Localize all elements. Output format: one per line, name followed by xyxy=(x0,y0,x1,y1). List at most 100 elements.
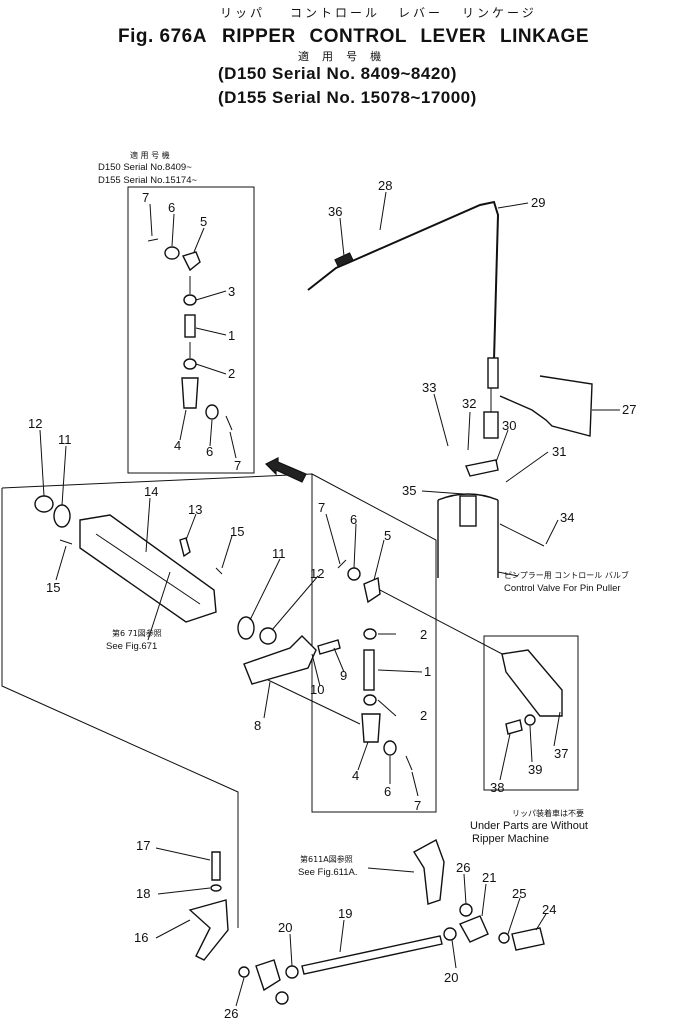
rod-end-4-center-shape xyxy=(361,713,381,743)
cable-clamp-36-shape xyxy=(334,252,354,268)
label-part-38: 38 xyxy=(490,780,504,795)
label-part-16: 16 xyxy=(134,930,148,945)
note-without-2: Ripper Machine xyxy=(472,833,549,845)
nut-6-lower-shape xyxy=(205,404,219,420)
nut-2-center-mid-shape xyxy=(363,694,377,706)
washer-26-left-shape xyxy=(238,966,250,978)
bolt-38-shape xyxy=(505,719,523,735)
label-part-35: 35 xyxy=(402,483,416,498)
rod-end-5-center-shape xyxy=(363,576,381,604)
note-see-611a: See Fig.611A. xyxy=(298,867,358,878)
label-part-25: 25 xyxy=(512,886,526,901)
label-part-6-lower: 6 xyxy=(206,444,213,459)
nut-lower-shape xyxy=(275,991,289,1005)
rod-end-21-shape xyxy=(459,915,489,943)
bushing-11-shape xyxy=(53,504,71,528)
cable-connector-shape xyxy=(483,411,499,439)
note-valve: Control Valve For Pin Puller xyxy=(504,583,621,594)
label-part-36: 36 xyxy=(328,204,342,219)
bolt-17-shape xyxy=(211,851,221,881)
label-part-11: 11 xyxy=(58,432,72,447)
label-part-2: 2 xyxy=(228,366,235,381)
label-part-27: 27 xyxy=(622,402,636,417)
label-part-30: 30 xyxy=(502,418,516,433)
label-part-2-center: 2 xyxy=(420,627,427,642)
label-part-7-center-lower: 7 xyxy=(414,798,421,813)
bushing-11-right-shape xyxy=(237,616,255,640)
nut-2-shape xyxy=(183,358,197,370)
note-without-jp: リッパ装着車は不要 xyxy=(512,808,584,818)
label-part-12: 12 xyxy=(28,416,42,431)
washer-25-shape xyxy=(498,932,510,944)
label-part-29: 29 xyxy=(531,195,545,210)
figure-title: RIPPER CONTROL LEVER LINKAGE xyxy=(222,26,590,47)
key-15-shape xyxy=(59,539,73,545)
cotter-7-center-lower-shape xyxy=(405,755,413,771)
label-part-4: 4 xyxy=(174,438,181,453)
cotter-pin-7-shape xyxy=(147,238,159,242)
label-part-19: 19 xyxy=(338,906,352,921)
left-frame-line xyxy=(1,488,239,928)
nut-6-shape xyxy=(164,246,180,260)
label-part-7: 7 xyxy=(142,190,149,205)
serial-range-d155: (D155 Serial No. 15078~17000) xyxy=(218,88,477,107)
label-part-10: 10 xyxy=(310,682,324,697)
label-part-5-center: 5 xyxy=(384,528,391,543)
label-part-32: 32 xyxy=(462,396,476,411)
note-see-611a-jp: 第611A図参照 xyxy=(300,854,353,864)
label-part-24: 24 xyxy=(542,902,556,917)
label-part-28: 28 xyxy=(378,178,392,193)
seal-12-shape xyxy=(34,495,54,513)
cable-end-shape xyxy=(487,357,499,389)
kana-ripper: リッパ xyxy=(220,6,266,20)
bolt-24-shape xyxy=(511,927,545,951)
arm-611a-shape xyxy=(413,838,445,905)
kana-control: コントロール xyxy=(290,6,381,20)
nut-2-center-top-shape xyxy=(363,628,377,640)
bracket-27-shape xyxy=(499,375,593,437)
washer-18-shape xyxy=(210,884,222,892)
figure-header: リッパ コントロール レバー リンケージ Fig. 676A RIPPER CO… xyxy=(0,0,692,112)
note-see-671-jp: 第6 71図参照 xyxy=(112,628,162,638)
pin-34-shape xyxy=(499,523,545,547)
label-part-31: 31 xyxy=(552,444,566,459)
note-valve-jp: ピンプラー用 コントロール バルブ xyxy=(504,570,629,580)
label-part-9: 9 xyxy=(340,668,347,683)
label-part-1: 1 xyxy=(228,328,235,343)
cotter-7-shape xyxy=(337,559,347,569)
lever-30-shape xyxy=(465,459,499,477)
serial-range-d150: (D150 Serial No. 8409~8420) xyxy=(218,64,457,83)
bottom-linkage-assembly xyxy=(188,838,545,1005)
label-part-20-left: 20 xyxy=(278,920,292,935)
label-part-11-right: 11 xyxy=(272,546,286,561)
inset-frame xyxy=(127,186,255,474)
rod-19-shape xyxy=(301,935,443,975)
center-frame-box xyxy=(311,473,437,813)
nut-3-shape xyxy=(183,294,197,306)
inset-variant-box: 適 用 号 機 D150 Serial No.8409~ D155 Serial… xyxy=(98,150,255,474)
washer-26-right-shape xyxy=(459,903,473,917)
label-part-7-lower: 7 xyxy=(234,458,241,473)
key-15-right-shape xyxy=(215,567,223,575)
bolt-9-shape xyxy=(317,639,341,655)
figure-number: Fig. 676A xyxy=(118,26,207,47)
label-part-34: 34 xyxy=(560,510,574,525)
label-part-21: 21 xyxy=(482,870,496,885)
label-part-4-center: 4 xyxy=(352,768,359,783)
label-part-14: 14 xyxy=(144,484,158,499)
center-rod-assembly xyxy=(337,559,507,771)
label-part-17: 17 xyxy=(136,838,150,853)
nut-20-left-shape xyxy=(285,965,299,979)
washer-39-shape xyxy=(524,714,536,726)
axis-to-lever-37 xyxy=(379,589,507,657)
nut-6-center-lower-shape xyxy=(383,740,397,756)
inset-serial-d155: D155 Serial No.15174~ xyxy=(98,175,197,186)
label-part-8: 8 xyxy=(254,718,261,733)
leader-see-671 xyxy=(147,571,171,641)
applicable-models-jp: 適 用 号 機 xyxy=(298,51,387,63)
leader-see-611a xyxy=(367,867,415,873)
label-part-5: 5 xyxy=(200,214,207,229)
label-part-26-right: 26 xyxy=(456,860,470,875)
axis-lever-rod xyxy=(267,679,361,725)
